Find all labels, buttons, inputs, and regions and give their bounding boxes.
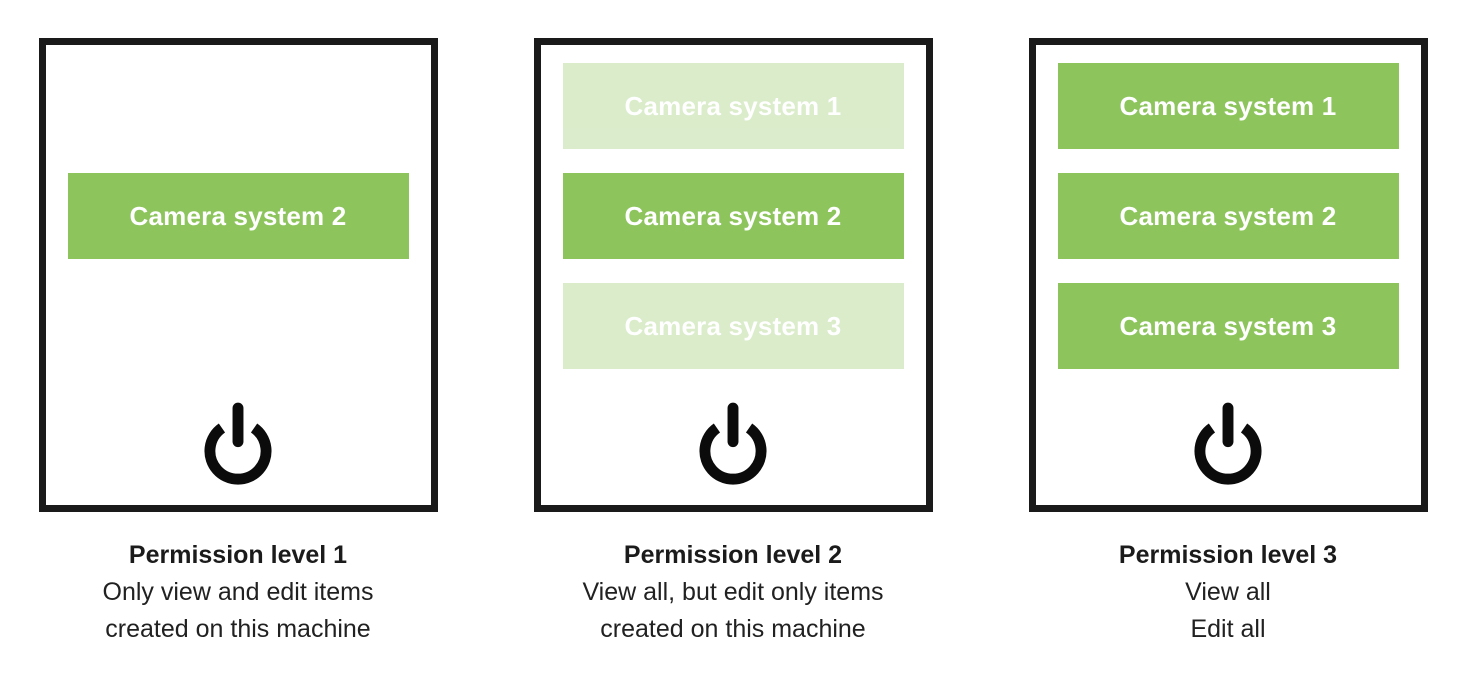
machine-panel-1: Camera system 2 <box>38 38 438 512</box>
machine-panel-3: Camera system 1 Camera system 2 Camera s… <box>1028 38 1428 512</box>
caption-level-2: Permission level 2 View all, but edit on… <box>534 536 933 648</box>
caption-title: Permission level 2 <box>623 541 843 569</box>
camera-system-2-button[interactable]: Camera system 2 <box>67 173 409 259</box>
camera-system-2-button[interactable]: Camera system 2 <box>1057 173 1399 259</box>
caption-level-1: Permission level 1 Only view and edit it… <box>39 536 438 648</box>
power-icon[interactable] <box>199 401 277 487</box>
permission-column-1: Camera system 2 Permission level 1 Only … <box>38 38 438 648</box>
caption-title: Permission level 1 <box>128 541 348 569</box>
camera-system-3-button[interactable]: Camera system 3 <box>1057 283 1399 369</box>
permission-column-3: Camera system 1 Camera system 2 Camera s… <box>1028 38 1428 648</box>
machine-panel-2: Camera system 1 Camera system 2 Camera s… <box>533 38 933 512</box>
power-icon[interactable] <box>1189 401 1267 487</box>
caption-level-3: Permission level 3 View all Edit all <box>1029 536 1428 648</box>
camera-system-1-button[interactable]: Camera system 1 <box>562 63 904 149</box>
power-icon[interactable] <box>694 401 772 487</box>
caption-line: Edit all <box>1190 615 1266 643</box>
caption-line: Only view and edit items <box>102 578 374 606</box>
camera-system-1-button[interactable]: Camera system 1 <box>1057 63 1399 149</box>
caption-line: View all, but edit only items <box>582 578 884 606</box>
caption-line: created on this machine <box>105 615 371 643</box>
caption-line: created on this machine <box>600 615 866 643</box>
camera-system-2-button[interactable]: Camera system 2 <box>562 173 904 259</box>
permission-column-2: Camera system 1 Camera system 2 Camera s… <box>533 38 933 648</box>
caption-title: Permission level 3 <box>1118 541 1338 569</box>
camera-system-3-button[interactable]: Camera system 3 <box>562 283 904 369</box>
caption-line: View all <box>1185 578 1271 606</box>
